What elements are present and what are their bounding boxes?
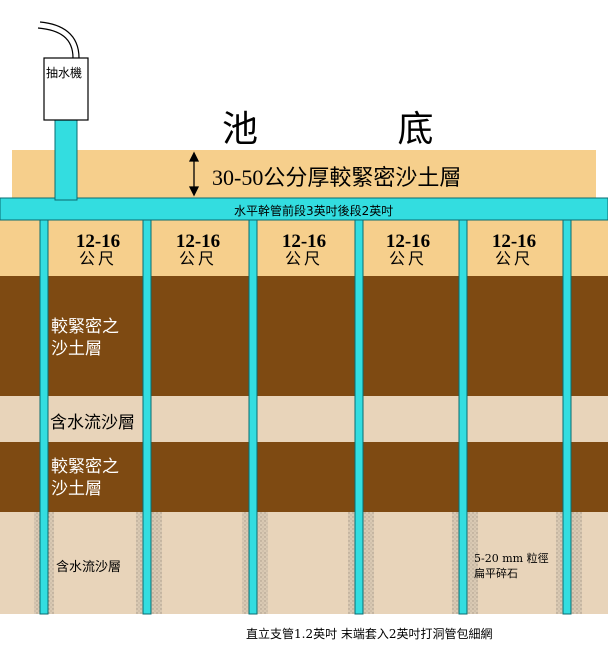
dense-soil-lower-label: 較緊密之 沙土層 <box>51 457 119 499</box>
gravel-label: 5-20 mm 粒徑 扁平碎石 <box>474 552 549 580</box>
thickness-arrow <box>188 151 200 197</box>
aquifer-lower-label: 含水流沙層 <box>56 560 122 575</box>
spacing-value: 12-16 <box>281 231 327 252</box>
spacing-value: 12-16 <box>175 231 221 252</box>
aquifer-upper-label: 含水流沙層 <box>50 413 135 433</box>
dense-soil-upper-label: 較緊密之 沙土層 <box>51 317 119 359</box>
pump-riser-pipe <box>54 119 78 201</box>
aquifer-upper <box>0 396 608 442</box>
pump-cable <box>37 27 74 59</box>
footer-caption: 直立支管1.2英吋 末端套入2英吋打洞管包細網 <box>246 627 493 641</box>
spacing-unit: 公尺 <box>494 250 533 268</box>
dense-soil-upper <box>0 276 608 396</box>
spacing-value: 12-16 <box>75 231 121 252</box>
spacing-unit: 公尺 <box>388 250 427 268</box>
spacing-value: 12-16 <box>385 231 431 252</box>
well-pipes <box>39 219 572 615</box>
spacing-value: 12-16 <box>491 231 537 252</box>
pump-label: 抽水機 <box>46 66 83 80</box>
spacing-label: 12-16 公尺 <box>376 232 440 269</box>
pump-box <box>43 57 89 121</box>
spacing-label: 12-16 公尺 <box>272 232 336 269</box>
horizontal-pipe-label: 水平幹管前段3英吋後段2英吋 <box>234 204 394 218</box>
spacing-label: 12-16 公尺 <box>66 232 130 269</box>
dense-soil-lower <box>0 442 608 512</box>
spacing-label: 12-16 公尺 <box>482 232 546 269</box>
spacing-unit: 公尺 <box>78 250 117 268</box>
spacing-label: 12-16 公尺 <box>166 232 230 269</box>
top-layer-label: 30-50公分厚較緊密沙土層 <box>212 165 462 190</box>
spacing-unit: 公尺 <box>284 250 323 268</box>
spacing-unit: 公尺 <box>178 250 217 268</box>
top-sand-layer <box>12 150 596 198</box>
pool-bottom-title: 池 底 <box>222 109 498 150</box>
horizontal-main-pipe <box>0 197 608 221</box>
aquifer-lower <box>0 512 608 614</box>
spacing-band <box>0 220 608 276</box>
